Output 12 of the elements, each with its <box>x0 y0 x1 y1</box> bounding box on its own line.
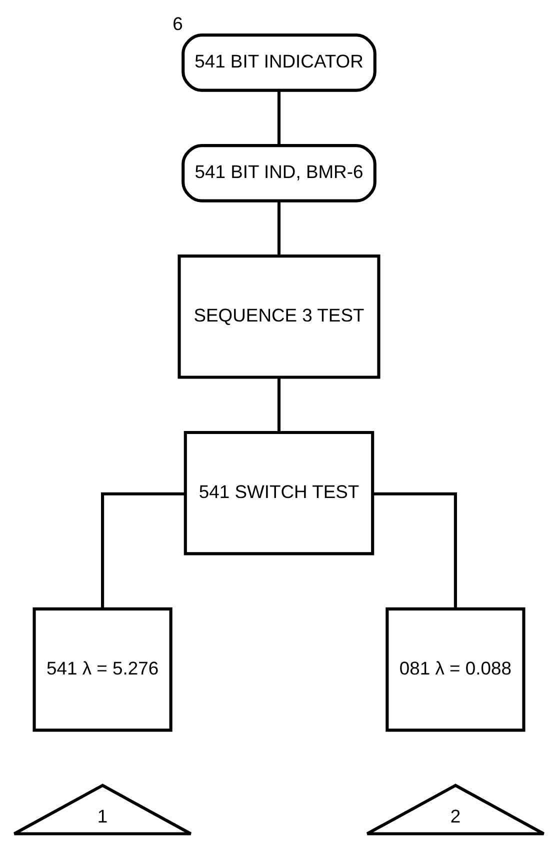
node-box: 541 BIT INDICATOR <box>182 33 376 92</box>
node-box: 081 λ = 0.088 <box>386 606 526 732</box>
connector <box>277 200 281 256</box>
connector <box>101 492 186 608</box>
node-box: 541 λ = 5.276 <box>32 606 172 732</box>
node-box: SEQUENCE 3 TEST <box>178 254 380 378</box>
connector <box>277 376 281 432</box>
connector <box>372 492 457 608</box>
connector <box>277 90 281 144</box>
node-box: 541 BIT IND, BMR-6 <box>182 144 376 202</box>
node-label: 6 <box>172 12 183 34</box>
node-box: 541 SWITCH TEST <box>184 430 374 555</box>
